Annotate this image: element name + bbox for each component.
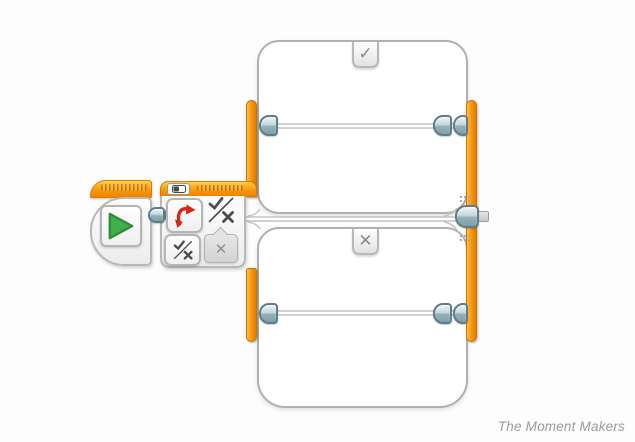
condition-logic-icon	[208, 197, 234, 223]
start-block[interactable]	[90, 180, 152, 266]
head-default-case-tab[interactable]: ✕	[204, 226, 238, 263]
start-block-icon-plate	[100, 205, 142, 247]
switch-type-button[interactable]	[166, 198, 203, 233]
switch-arrow-icon	[175, 204, 196, 228]
head-tab-face: ✕	[204, 234, 238, 263]
switch-mode-button[interactable]	[164, 234, 201, 266]
start-block-header-ribs	[101, 184, 147, 191]
start-block-header	[90, 180, 152, 198]
switch-case-false-area[interactable]	[257, 227, 468, 408]
switch-header-ribs	[197, 185, 243, 191]
cross-icon: ✕	[358, 231, 373, 251]
switch-exit-plug[interactable]	[455, 205, 479, 228]
watermark-text: The Moment Makers	[497, 419, 625, 434]
switch-rail-left-lower	[246, 268, 257, 342]
case-true-start-plug[interactable]	[259, 115, 278, 136]
case-true-tab[interactable]: ✓	[352, 42, 379, 68]
view-toggle-button[interactable]	[167, 183, 190, 195]
logic-true-false-icon	[173, 240, 193, 260]
resize-grip-upper[interactable]	[458, 194, 471, 203]
case-false-end-plug[interactable]	[433, 303, 452, 324]
play-icon	[108, 212, 134, 240]
start-block-out-plug[interactable]	[148, 207, 165, 223]
check-icon: ✓	[358, 44, 373, 64]
case-false-tab[interactable]: ✕	[352, 229, 379, 255]
view-toggle-icon	[171, 185, 186, 193]
case-true-edge-plug[interactable]	[453, 115, 468, 136]
case-false-edge-plug[interactable]	[453, 303, 468, 324]
case-false-start-plug[interactable]	[259, 303, 278, 324]
case-true-end-plug[interactable]	[433, 115, 452, 136]
cross-icon: ✕	[214, 239, 228, 258]
resize-grip-lower[interactable]	[458, 233, 471, 242]
